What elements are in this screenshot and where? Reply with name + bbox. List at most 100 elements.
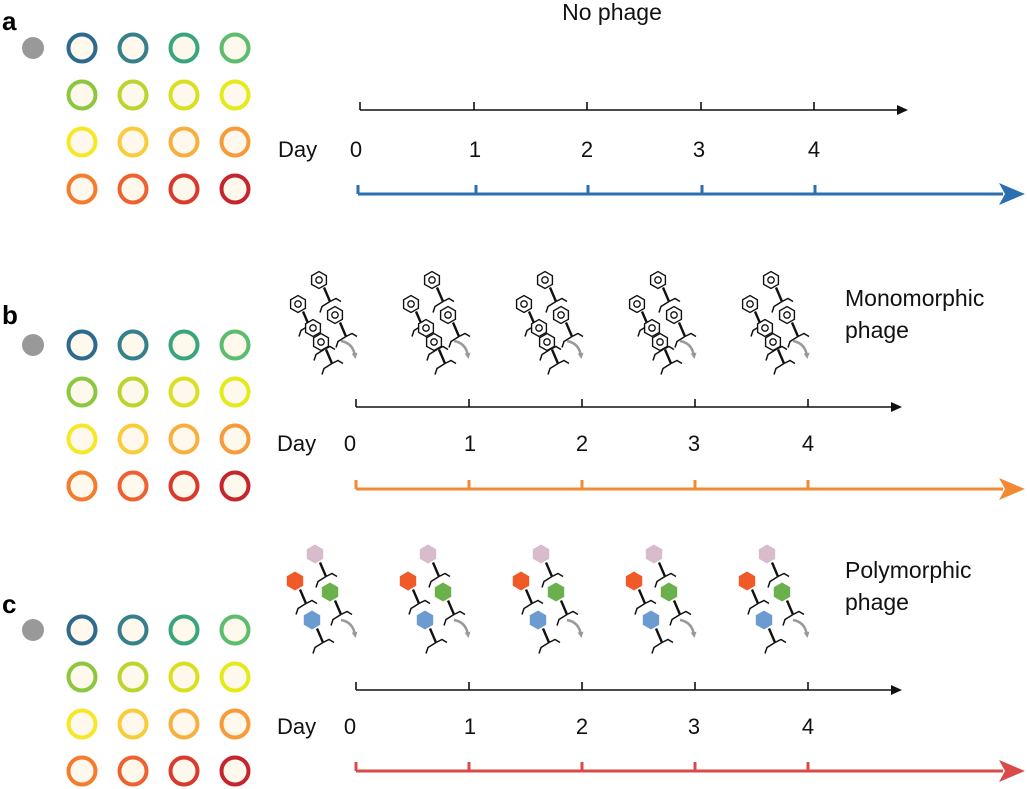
panel-letter-c: c <box>2 589 16 619</box>
phage-fiber <box>555 297 568 303</box>
phage-fiber <box>432 300 444 313</box>
culture-well <box>66 126 98 158</box>
timeline-arrowhead <box>897 105 908 115</box>
phage-head <box>530 318 548 338</box>
phage-cluster <box>628 270 697 375</box>
phage-dna <box>769 338 777 346</box>
phage-fiber <box>436 345 449 351</box>
phage-dna <box>407 300 415 308</box>
phage-fiber <box>548 638 561 644</box>
phage-fiber <box>521 602 533 615</box>
phage-fiber <box>764 641 776 654</box>
phage-head <box>756 318 774 338</box>
phage-icon <box>764 332 796 375</box>
phage-fiber <box>305 599 318 605</box>
phage-icon <box>758 544 790 588</box>
phage-fiber <box>561 335 573 348</box>
phage-tail <box>770 562 780 577</box>
phage-icon <box>399 571 431 615</box>
phage-fiber <box>545 300 557 313</box>
phage-head <box>645 544 663 564</box>
phage-head <box>538 332 556 352</box>
phage-icon <box>645 544 677 588</box>
phage-head <box>303 610 321 630</box>
phage-head <box>423 270 441 290</box>
black-timeline-b <box>355 399 902 412</box>
culture-well <box>168 470 200 502</box>
phage-dna <box>520 300 528 308</box>
phage-fiber <box>783 359 796 365</box>
color-timeline-b <box>354 478 1025 500</box>
panel-a-title: No phage <box>562 0 662 25</box>
phage-icon <box>642 610 674 654</box>
phage-icon <box>625 571 657 615</box>
phage-fiber <box>644 599 657 605</box>
culture-well <box>219 79 251 111</box>
phage-head <box>304 318 322 338</box>
culture-well <box>117 329 149 361</box>
phage-fiber <box>765 348 777 361</box>
phage-icon <box>303 610 335 654</box>
phage-fiber <box>345 332 358 338</box>
culture-well <box>66 661 98 693</box>
culture-well <box>117 423 149 455</box>
phage-head <box>434 582 452 602</box>
phage-icon <box>547 582 579 626</box>
phage-dna <box>633 300 641 308</box>
panel-a-title-line-1: No phage <box>562 0 662 25</box>
phage-fiber <box>434 362 446 375</box>
phage-dna <box>428 276 436 284</box>
phage-tail <box>657 562 667 577</box>
phage-head <box>529 610 547 630</box>
phage-tail <box>524 589 534 604</box>
panel-a: a No phage Day 0 1 2 3 4 <box>2 0 1025 205</box>
phage-head <box>758 544 776 564</box>
phage-dna <box>444 311 452 319</box>
phage-fiber <box>329 297 342 303</box>
day-tick-a-0: 0 <box>350 137 362 162</box>
panel-letter-b: b <box>2 300 18 330</box>
phage-fiber <box>664 572 677 578</box>
phage-cluster <box>625 544 697 654</box>
phage-fiber <box>312 641 324 654</box>
control-well-a <box>22 37 44 59</box>
phage-tail <box>559 600 569 615</box>
culture-well <box>168 708 200 740</box>
phage-head <box>512 571 530 591</box>
phage-head <box>326 305 344 325</box>
phage-cluster <box>399 544 471 654</box>
phage-icon <box>425 332 457 375</box>
phage-icon <box>286 571 318 615</box>
panel-b: b Monomorphic phage Day 0 1 2 3 4 <box>2 270 1025 502</box>
phage-head <box>547 582 565 602</box>
phage-fiber <box>325 572 338 578</box>
day-tick-b-1: 1 <box>464 431 476 456</box>
phage-fiber <box>777 572 790 578</box>
culture-well <box>219 32 251 64</box>
day-tick-b-2: 2 <box>576 431 588 456</box>
phage-head <box>310 270 328 290</box>
phage-tail <box>338 322 348 337</box>
phage-fiber <box>774 638 787 644</box>
day-tick-c-4: 4 <box>802 714 814 739</box>
phage-tail <box>548 287 558 302</box>
phage-icon <box>649 270 681 313</box>
phage-icon <box>756 318 788 361</box>
phage-icon <box>416 610 448 654</box>
culture-well <box>117 79 149 111</box>
phage-dna <box>317 338 325 346</box>
phage-fiber <box>444 359 457 365</box>
phage-fiber <box>556 613 568 626</box>
phage-fiber <box>313 348 325 361</box>
phage-fiber <box>323 345 336 351</box>
phage-head <box>515 294 533 314</box>
culture-well <box>168 329 200 361</box>
culture-well <box>117 614 149 646</box>
phage-dna <box>541 276 549 284</box>
phage-fiber <box>767 575 779 588</box>
transfer-arrow-icon <box>679 339 697 359</box>
phage-fiber <box>448 335 460 348</box>
phage-dna <box>670 311 678 319</box>
culture-well <box>168 661 200 693</box>
